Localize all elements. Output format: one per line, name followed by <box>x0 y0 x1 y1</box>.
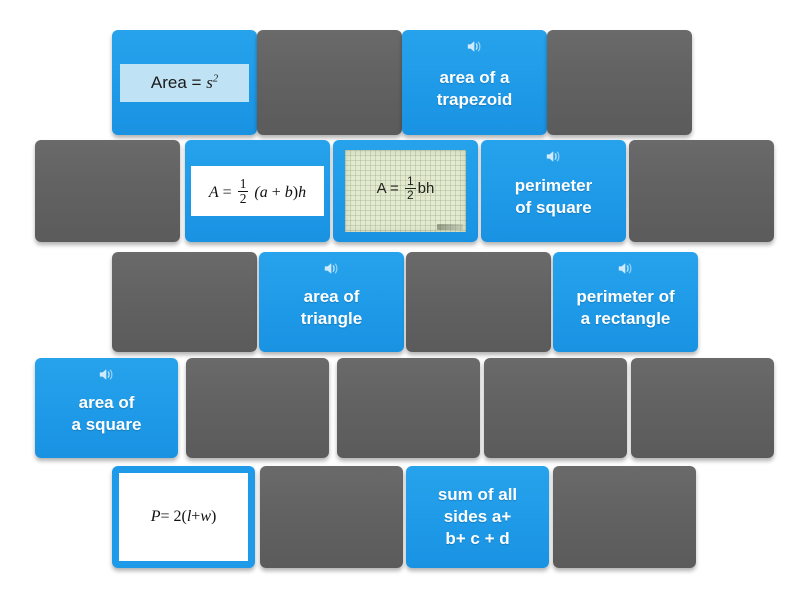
card-term-label: area of a trapezoid <box>436 67 513 109</box>
fraction-numerator: 1 <box>239 175 247 191</box>
card-face-down[interactable] <box>547 30 692 135</box>
formula-text: Area = s2 <box>119 63 250 102</box>
speaker-icon[interactable] <box>98 367 116 382</box>
speaker-icon[interactable] <box>323 261 341 276</box>
card-term[interactable]: area of a trapezoid <box>402 30 547 135</box>
card-term-label: perimeter of a rectangle <box>576 287 675 328</box>
fraction-denominator: 2 <box>404 187 416 202</box>
card-term-label: area of triangle <box>300 287 363 328</box>
card-face-down[interactable] <box>337 358 480 458</box>
card-face-down[interactable] <box>629 140 774 242</box>
card-face-down[interactable] <box>484 358 627 458</box>
card-term[interactable]: area of triangle <box>259 252 404 352</box>
card-formula[interactable]: Area = s2 <box>112 30 257 135</box>
card-term[interactable]: perimeter of square <box>481 140 626 242</box>
card-term[interactable]: perimeter of a rectangle <box>553 252 698 352</box>
speaker-icon[interactable] <box>617 261 635 276</box>
card-face-down[interactable] <box>112 252 257 352</box>
card-face-down[interactable] <box>631 358 774 458</box>
speaker-icon[interactable] <box>545 149 563 164</box>
card-term-label: area of a square <box>71 393 142 434</box>
card-face-down[interactable] <box>406 252 551 352</box>
card-face-down[interactable] <box>257 30 402 135</box>
card-term-label: sum of all sides a+ b+ c + d <box>437 485 518 548</box>
card-formula[interactable]: P = 2(l + w) <box>112 466 255 568</box>
card-term[interactable]: area of a square <box>35 358 178 458</box>
card-term-label: perimeter of square <box>514 176 593 217</box>
formula-text: P = 2(l + w) <box>119 473 248 561</box>
fraction-denominator: 2 <box>237 190 249 206</box>
card-face-down[interactable] <box>260 466 403 568</box>
card-face-down[interactable] <box>35 140 180 242</box>
card-face-down[interactable] <box>553 466 696 568</box>
image-watermark <box>437 223 464 230</box>
card-face-down[interactable] <box>186 358 329 458</box>
fraction-numerator: 1 <box>406 174 414 189</box>
card-term[interactable]: sum of all sides a+ b+ c + d <box>406 466 549 568</box>
speaker-icon[interactable] <box>466 39 484 54</box>
